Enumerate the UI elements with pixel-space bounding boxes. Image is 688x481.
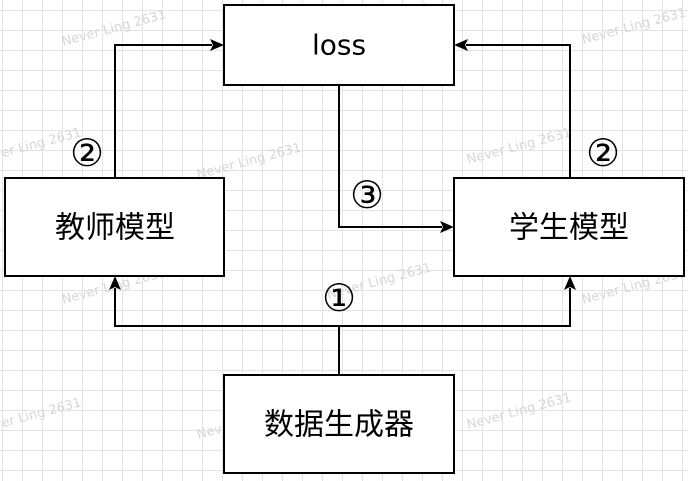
node-loss-box — [223, 4, 455, 86]
watermark: Never Ling 2631 — [580, 5, 688, 47]
node-generator-label: 数据生成器 — [264, 408, 414, 443]
edge-student-to-loss — [466, 44, 571, 178]
arrowhead-student-to-loss — [454, 39, 468, 51]
edge-loss-to-student — [338, 85, 442, 228]
watermark: Never Ling 2631 — [465, 125, 573, 167]
node-student-box — [453, 177, 685, 277]
node-loss[interactable]: loss — [223, 4, 455, 86]
node-teacher[interactable]: 教师模型 — [4, 177, 225, 277]
node-generator-box — [223, 374, 455, 474]
watermark: Never Ling 2631 — [60, 7, 168, 49]
edge-teacher-to-loss — [114, 44, 212, 178]
node-teacher-box — [4, 177, 225, 277]
node-loss-label: loss — [312, 29, 366, 62]
edge-generator-to-student — [339, 288, 571, 327]
watermark: Never Ling 2631 — [195, 140, 303, 182]
arrowhead-teacher-to-loss — [210, 39, 224, 51]
watermark: Never Ling 2631 — [0, 395, 83, 437]
step-marker-1: ① — [322, 276, 356, 320]
step-markers: ② ② ③ ① — [70, 131, 620, 320]
step-marker-3: ③ — [350, 173, 384, 217]
step-marker-2-left: ② — [70, 131, 104, 175]
node-student-label: 学生模型 — [509, 211, 629, 246]
arrowhead-generator-to-student — [564, 276, 576, 290]
arrowhead-generator-to-teacher — [109, 276, 121, 290]
node-generator[interactable]: 数据生成器 — [223, 374, 455, 474]
edges — [109, 39, 576, 375]
watermark: Never Ling 2631 — [465, 390, 573, 432]
node-teacher-label: 教师模型 — [55, 211, 175, 246]
node-student[interactable]: 学生模型 — [453, 177, 685, 277]
arrowhead-loss-to-student — [440, 221, 454, 233]
edge-generator-to-teacher — [114, 288, 339, 327]
step-marker-2-right: ② — [586, 131, 620, 175]
